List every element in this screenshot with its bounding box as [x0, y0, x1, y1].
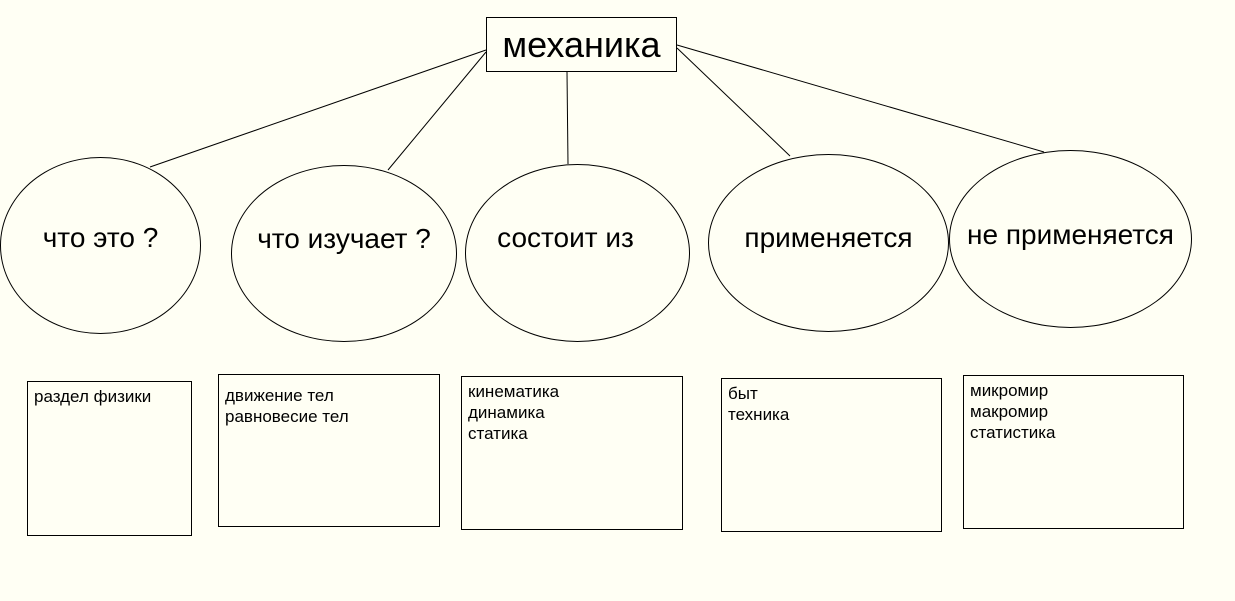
leaf-item: техника — [728, 405, 790, 424]
leaf-item: статика — [468, 424, 528, 443]
connector-line — [566, 71, 569, 165]
category-node-not-applied: не применяется — [949, 150, 1192, 328]
category-label: что это ? — [42, 221, 159, 253]
root-label: механика — [502, 23, 661, 65]
leaf-item: быт — [728, 384, 758, 403]
leaf-box-what-it-studies: движение тел равновесие тел — [218, 374, 440, 527]
category-node-what-is-it: что это ? — [0, 157, 201, 334]
category-label: не применяется — [967, 219, 1174, 250]
category-node-applied: применяется — [708, 154, 949, 332]
category-node-consists-of: состоит из — [465, 164, 690, 342]
category-node-what-it-studies: что изучает ? — [231, 165, 457, 342]
leaf-box-consists-of: кинематика динамика статика — [461, 376, 683, 530]
leaf-item: раздел физики — [34, 387, 152, 406]
leaf-item: статистика — [970, 423, 1056, 442]
connector-line — [149, 49, 487, 168]
leaf-item: движение тел — [225, 386, 334, 405]
category-label: состоит из — [497, 222, 634, 253]
leaf-box-applied: быт техника — [721, 378, 942, 532]
leaf-item: микромир — [970, 381, 1049, 400]
leaf-box-what-is-it: раздел физики — [27, 381, 192, 536]
leaf-item: кинематика — [468, 382, 560, 401]
leaf-item: макромир — [970, 402, 1049, 421]
leaf-item: динамика — [468, 403, 545, 422]
leaf-item: равновесие тел — [225, 407, 349, 426]
leaf-box-not-applied: микромир макромир статистика — [963, 375, 1184, 529]
connector-line — [387, 51, 487, 171]
category-label: применяется — [744, 222, 913, 253]
connector-line — [676, 44, 1045, 153]
category-label: что изучает ? — [257, 222, 431, 254]
root-node: механика — [486, 17, 677, 72]
connector-line — [676, 47, 791, 157]
